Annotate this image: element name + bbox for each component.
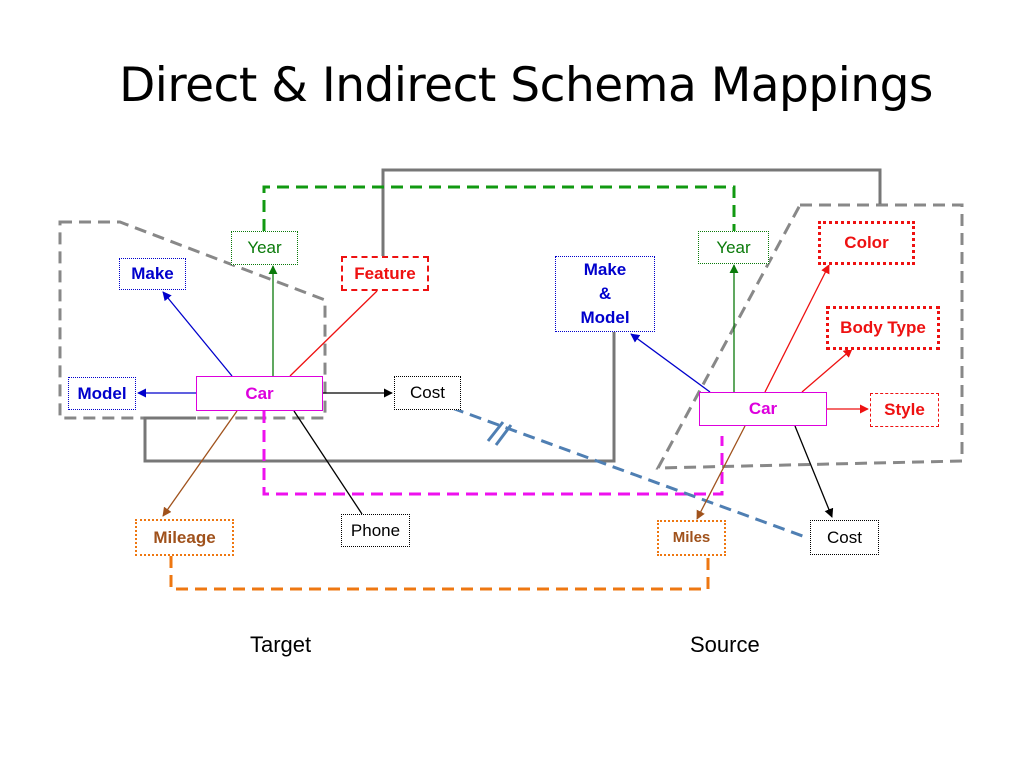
source-car-to-cost-edge xyxy=(794,425,834,518)
source-car-to-color-edge xyxy=(764,264,830,393)
source-body-type-node: Body Type xyxy=(826,306,940,350)
car-mapping xyxy=(262,411,724,496)
source-label: Source xyxy=(690,632,760,657)
source-color-node: Color xyxy=(818,221,915,265)
slide-title: Direct & Indirect Schema Mappings xyxy=(119,58,933,113)
source-year-node: Year xyxy=(698,231,769,264)
target-year-node: Year xyxy=(231,231,298,265)
target-car-node: Car xyxy=(196,376,323,411)
target-label: Target xyxy=(250,632,312,657)
source-miles-node: Miles xyxy=(657,520,726,556)
source-style-node: Style xyxy=(870,393,939,427)
target-car-to-phone-edge xyxy=(293,410,363,515)
source-make-model-node: Make & Model xyxy=(555,256,655,332)
not-equal-mark xyxy=(486,421,513,446)
target-cost-node: Cost xyxy=(394,376,461,410)
target-phone-node: Phone xyxy=(341,514,410,547)
target-feature-node: Feature xyxy=(341,256,429,291)
source-car-to-body-type-edge xyxy=(801,348,853,393)
source-car-to-miles-edge xyxy=(696,425,746,520)
target-car-to-feature-edge xyxy=(289,290,378,377)
target-model-node: Model xyxy=(68,377,136,410)
mileage-miles-mapping xyxy=(169,556,710,591)
target-car-to-mileage-edge xyxy=(162,410,238,517)
target-group-region xyxy=(58,220,327,420)
target-make-node: Make xyxy=(119,258,186,290)
source-car-node: Car xyxy=(699,392,827,426)
target-car-to-make-edge xyxy=(162,291,233,377)
target-mileage-node: Mileage xyxy=(135,519,234,556)
feature-to-color-mapping xyxy=(381,168,882,256)
cost-non-mapping xyxy=(451,406,809,540)
year-mapping xyxy=(262,185,736,231)
source-group-region xyxy=(655,203,964,470)
model-to-make-model-mapping xyxy=(143,330,616,463)
source-cost-node: Cost xyxy=(810,520,879,555)
source-car-to-make-model-edge xyxy=(630,333,711,393)
